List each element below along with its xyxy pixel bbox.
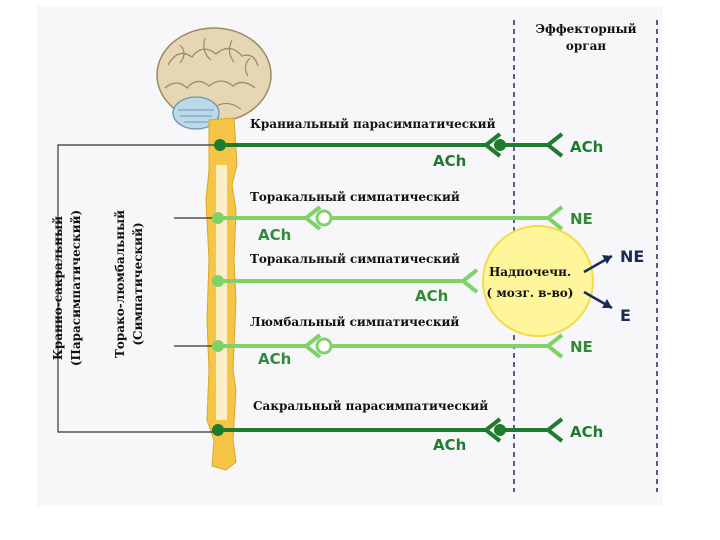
brain-illustration	[156, 27, 272, 130]
neurotransmitter-post: ACh	[570, 423, 603, 441]
arrow-e-head	[602, 299, 612, 308]
pathway-label-lumbar: Люмбальный симпатический	[250, 315, 459, 329]
postganglionic-cell-body	[315, 209, 333, 227]
adrenal-medulla: Надпочечн. ( мозг. в-во) NE E	[482, 225, 644, 337]
ganglion-synapse	[482, 132, 502, 158]
thoracolumbar-label-line2: (Симпатический)	[131, 222, 145, 345]
neurotransmitter-pre: ACh	[258, 226, 291, 244]
adrenal-label-line2: ( мозг. в-во)	[487, 286, 574, 300]
craniosacral-label-line2: (Парасимпатический)	[69, 210, 83, 366]
craniosacral-label-line1: Кранио-сакральный	[51, 216, 65, 360]
arrow-ne-head	[602, 255, 612, 264]
pathway-cranial-parasympathetic: Краниальный парасимпатический ACh ACh	[214, 117, 603, 170]
pathway-label-thoracic-adrenal: Торакальный симпатический	[250, 252, 460, 266]
pathway-thoracic-adrenal: Торакальный симпатический ACh	[212, 252, 479, 305]
neurotransmitter-pre: ACh	[258, 350, 291, 368]
craniosacral-bracket	[57, 144, 218, 433]
ganglion-synapse	[302, 205, 322, 231]
pathway-label-thoracic: Торакальный симпатический	[250, 190, 460, 204]
pathway-label-sacral: Сакральный парасимпатический	[253, 399, 488, 413]
neurotransmitter-post: NE	[570, 210, 593, 228]
adrenal-label-line1: Надпочечн.	[489, 265, 571, 279]
pathway-lumbar-sympathetic: Люмбальный симпатический ACh NE	[212, 315, 593, 368]
adrenal-synapse	[459, 268, 479, 294]
effector-synapse	[544, 417, 564, 443]
neurotransmitter-post: ACh	[570, 138, 603, 156]
effector-label-line2: орган	[566, 39, 607, 53]
postganglionic-cell-body	[315, 337, 333, 355]
adrenal-output-ne: NE	[620, 247, 644, 266]
effector-synapse	[544, 132, 564, 158]
neurotransmitter-pre: ACh	[433, 436, 466, 454]
thoracolumbar-label-line1: Торако-люмбальный	[113, 210, 127, 358]
cerebellum	[172, 96, 220, 130]
spinal-cord-central-region	[216, 165, 227, 420]
pathway-sacral-parasympathetic: Сакральный парасимпатический ACh ACh	[212, 399, 603, 454]
neurotransmitter-post: NE	[570, 338, 593, 356]
adrenal-circle	[482, 225, 594, 337]
effector-label-line1: Эффекторный	[535, 22, 636, 36]
adrenal-output-e: E	[620, 306, 631, 325]
ganglion-synapse	[482, 417, 502, 443]
pathway-label-cranial: Краниальный парасимпатический	[250, 117, 496, 131]
effector-synapse	[544, 205, 564, 231]
effector-synapse	[544, 333, 564, 359]
neurotransmitter-pre: ACh	[433, 152, 466, 170]
neurotransmitter-pre: ACh	[415, 287, 448, 305]
ganglion-synapse	[302, 333, 322, 359]
pathway-thoracic-sympathetic: Торакальный симпатический ACh NE	[212, 190, 593, 244]
